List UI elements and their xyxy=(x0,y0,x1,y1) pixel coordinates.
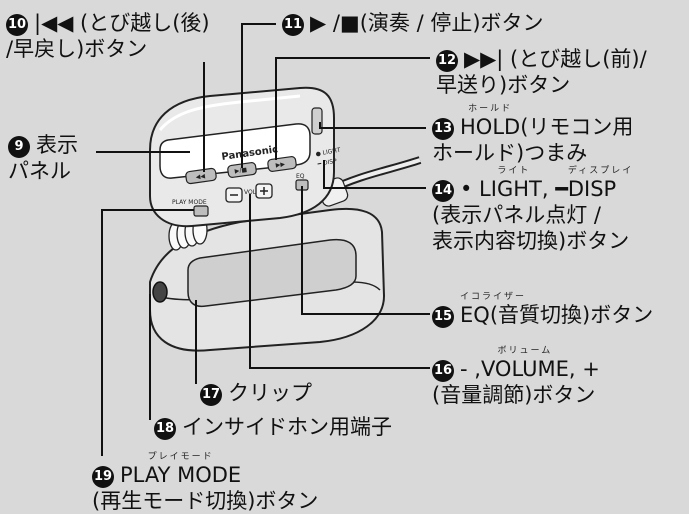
headphone-jack xyxy=(152,281,168,303)
svg-text:EQ: EQ xyxy=(296,173,305,180)
callout-text: (表示パネル点灯 / xyxy=(432,203,601,227)
callout-18: 18 インサイドホン用端子 xyxy=(154,414,392,440)
ruby-text: ディスプレイ xyxy=(567,166,634,176)
callout-text: - , xyxy=(460,357,481,381)
play-mode-button[interactable] xyxy=(193,205,209,217)
callout-text: • LIGHT, ━ xyxy=(460,177,568,201)
callout-number: 18 xyxy=(154,418,176,440)
callout-number: 13 xyxy=(432,118,454,140)
callout-text: (リモコン用 xyxy=(520,115,634,139)
callout-text: ▶▶| (とび越し(前)/ xyxy=(464,47,647,71)
callout-text: (音量調節)ボタン xyxy=(432,383,596,407)
callout-number: 16 xyxy=(432,360,454,382)
callout-text: (音質切換)ボタン xyxy=(489,303,654,327)
callout-text: |◀◀ (とび越し(後) xyxy=(34,11,210,35)
svg-text:● LIGHT: ● LIGHT xyxy=(315,147,341,158)
prev-button[interactable]: ◀◀ xyxy=(185,167,217,185)
callout-number: 14 xyxy=(432,180,454,202)
callout-text: /早戻し)ボタン xyxy=(6,37,148,61)
callout-number: 12 xyxy=(436,50,458,72)
callout-text: ▶ /■(演奏 / 停止)ボタン xyxy=(310,11,544,35)
volume-plus-button[interactable] xyxy=(255,183,273,199)
callout-number: 15 xyxy=(432,306,454,328)
volume-minus-button[interactable] xyxy=(225,187,243,203)
callout-9: 9 表示 パネル xyxy=(8,132,78,184)
svg-text:▶/■: ▶/■ xyxy=(234,166,247,175)
svg-text:━ DISP: ━ DISP xyxy=(316,158,338,168)
callout-text: , + xyxy=(568,357,600,381)
callout-text: VOLUME xyxy=(480,357,569,381)
callout-text: DISP xyxy=(567,177,617,201)
play-mode-label: PLAY MODE xyxy=(172,199,207,206)
ruby-text: ホールド xyxy=(468,104,513,114)
callout-number: 11 xyxy=(282,14,304,36)
callout-text: PLAY MODE xyxy=(120,463,242,487)
leader-lines xyxy=(96,23,430,456)
callout-11: 11 ▶ /■(演奏 / 停止)ボタン xyxy=(282,10,544,36)
callout-text: EQ xyxy=(460,303,490,327)
ruby-text: プレイモード xyxy=(147,452,214,462)
svg-text:▶▶: ▶▶ xyxy=(275,161,285,169)
callout-text: (再生モード切換)ボタン xyxy=(92,489,319,513)
callout-number: 17 xyxy=(200,384,222,406)
callout-text: ホールド)つまみ xyxy=(432,141,588,165)
callout-text: 表示 xyxy=(36,133,78,157)
callout-number: 9 xyxy=(8,136,30,158)
callout-text: パネル xyxy=(8,159,71,183)
ruby-text: イコライザー xyxy=(460,292,527,302)
hold-switch[interactable] xyxy=(311,107,323,135)
callout-number: 19 xyxy=(92,466,114,488)
callout-12: 12 ▶▶| (とび越し(前)/ 早送り)ボタン xyxy=(436,46,647,98)
ruby-text: ライト xyxy=(497,166,531,176)
callout-text: クリップ xyxy=(228,381,312,405)
callout-text: 早送り)ボタン xyxy=(436,73,571,97)
next-button[interactable]: ▶▶ xyxy=(267,156,297,172)
svg-text:◀◀: ◀◀ xyxy=(195,173,205,181)
callout-text: 表示内容切換)ボタン xyxy=(432,229,630,253)
callout-text: インサイドホン用端子 xyxy=(182,415,392,439)
callout-text: HOLD xyxy=(460,115,521,139)
callout-10: 10 |◀◀ (とび越し(後) /早戻し)ボタン xyxy=(6,10,210,62)
ruby-text: ボリューム xyxy=(497,346,553,356)
callout-number: 10 xyxy=(6,14,28,36)
callout-17: 17 クリップ xyxy=(200,380,312,406)
